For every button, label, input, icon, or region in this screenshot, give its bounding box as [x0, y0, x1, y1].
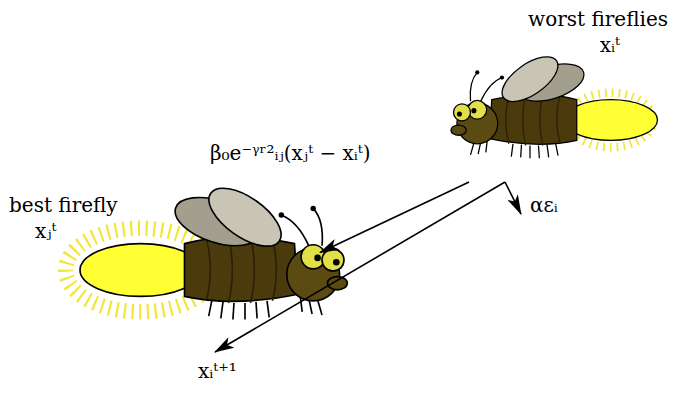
random-step-arrow: [505, 182, 521, 214]
math-label: xᵢᵗ⁺¹: [196, 358, 239, 384]
worst-firefly-drawing: [451, 48, 658, 158]
firefly-caption: best firefly: [9, 192, 316, 218]
new-position-arrow: [215, 182, 505, 352]
math-label: αεᵢ: [528, 192, 560, 218]
firefly-node: best fireflyxⱼᵗ: [5, 190, 320, 315]
attraction-arrow: [320, 182, 469, 253]
position-symbol: xᵢᵗ: [432, 32, 668, 58]
firefly-caption: worst fireflies: [432, 6, 668, 32]
position-symbol: xⱼᵗ: [9, 218, 316, 244]
firefly-node: worst firefliesxᵢᵗ: [428, 4, 672, 182]
attraction-formula: β₀e⁻ᵞʳ²ᵢⱼ(xⱼᵗ − xᵢᵗ): [208, 140, 373, 166]
